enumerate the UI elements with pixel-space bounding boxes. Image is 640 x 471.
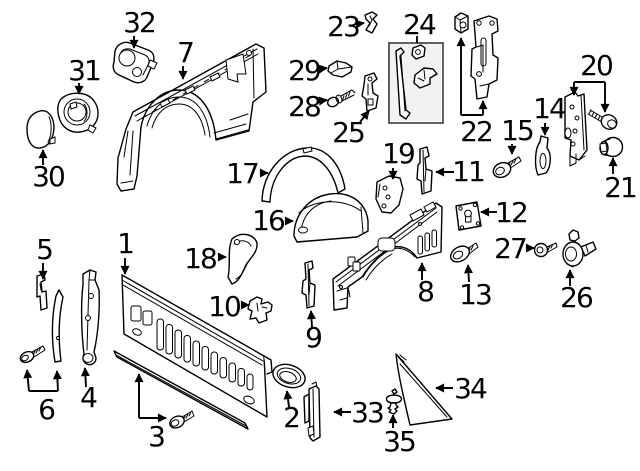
callout-14-label: 14 bbox=[533, 92, 566, 125]
callout-7-label: 7 bbox=[177, 36, 193, 69]
leader-25 bbox=[359, 110, 370, 123]
callout-labels: 1 2 3 4 5 6 7 8 9 10 11 12 13 14 15 16 1… bbox=[32, 6, 638, 458]
part-19-reinforcement-drawing bbox=[375, 175, 404, 214]
callout-34-label: 34 bbox=[454, 372, 487, 405]
callout-24-label: 24 bbox=[403, 8, 436, 41]
callout-25-label: 25 bbox=[332, 116, 364, 149]
leader-4 bbox=[80, 367, 90, 388]
part-10-bracket-drawing bbox=[247, 296, 273, 324]
callout-35-label: 35 bbox=[383, 425, 415, 458]
callout-11-label: 11 bbox=[452, 155, 484, 188]
leader-29 bbox=[318, 64, 328, 74]
part-11-bracket-drawing bbox=[416, 146, 433, 195]
callout-16-label: 16 bbox=[252, 204, 285, 237]
part-28-bolt-drawing bbox=[326, 89, 356, 108]
part-25-bracket-drawing bbox=[361, 72, 379, 112]
leader-3-corner bbox=[138, 378, 162, 419]
callout-12-label: 12 bbox=[495, 196, 527, 229]
leader-lines bbox=[23, 19, 618, 428]
part-6-screw-and-seal-drawing bbox=[19, 289, 64, 364]
part-15-screw-drawing bbox=[492, 156, 522, 179]
callout-19-label: 19 bbox=[382, 137, 414, 170]
part-29-clip-drawing bbox=[327, 60, 353, 78]
part-18-bracket-drawing bbox=[227, 233, 258, 285]
part-8-inner-side-panel-drawing bbox=[332, 201, 443, 311]
part-5-bracket-drawing bbox=[36, 273, 48, 311]
part-22-bracket-set-drawing bbox=[454, 12, 499, 100]
callout-2-label: 2 bbox=[283, 401, 299, 434]
callout-17-label: 17 bbox=[226, 157, 258, 190]
part-20-bracket-and-bolt-drawing bbox=[564, 91, 618, 167]
callout-1-label: 1 bbox=[117, 227, 133, 260]
callout-9-label: 9 bbox=[305, 321, 321, 354]
part-34-corner-seal-drawing bbox=[395, 353, 453, 426]
callout-15-label: 15 bbox=[501, 114, 533, 147]
leader-28 bbox=[318, 96, 328, 106]
part-35-push-pin-drawing bbox=[385, 388, 403, 415]
part-3-sill-molding-and-screw-drawing bbox=[113, 350, 249, 430]
callout-5-label: 5 bbox=[36, 233, 52, 266]
callout-23-label: 23 bbox=[327, 10, 359, 43]
callout-4-label: 4 bbox=[80, 381, 97, 414]
callout-20-label: 20 bbox=[580, 49, 612, 82]
leader-2 bbox=[283, 390, 293, 408]
part-14-strap-drawing bbox=[534, 135, 551, 176]
part-1-front-panel-drawing bbox=[121, 274, 273, 418]
part-30-fuel-filler-door-drawing bbox=[26, 110, 56, 149]
callout-18-label: 18 bbox=[184, 242, 216, 275]
callout-27-label: 27 bbox=[494, 232, 526, 265]
callout-29-label: 29 bbox=[288, 54, 320, 87]
leader-6-arrow-seal bbox=[52, 370, 62, 392]
callout-30-label: 30 bbox=[32, 160, 64, 193]
callout-31-label: 31 bbox=[68, 54, 100, 87]
part-33-sill-bracket-drawing bbox=[303, 381, 321, 442]
callout-8-label: 8 bbox=[417, 275, 433, 308]
part-2-bezel-drawing bbox=[272, 363, 306, 389]
part-9-bracket-drawing bbox=[301, 260, 316, 309]
callout-10-label: 10 bbox=[208, 290, 240, 323]
callout-3-label: 3 bbox=[148, 420, 164, 453]
part-21-nut-drawing bbox=[599, 136, 624, 158]
leader-13 bbox=[463, 264, 473, 283]
part-26-filler-pipe-bracket-drawing bbox=[562, 229, 597, 268]
callout-6-label: 6 bbox=[38, 393, 55, 426]
callout-13-label: 13 bbox=[459, 278, 491, 311]
callout-21-label: 21 bbox=[604, 171, 636, 204]
part-16-wheelhouse-drawing bbox=[293, 192, 369, 243]
part-23-clip-drawing bbox=[364, 11, 378, 34]
callout-26-label: 26 bbox=[560, 281, 593, 314]
part-13-screw-drawing bbox=[449, 242, 479, 263]
part-12-access-cover-drawing bbox=[455, 201, 482, 231]
part-4-support-drawing bbox=[80, 269, 100, 366]
callout-28-label: 28 bbox=[288, 90, 320, 123]
part-17-wheel-arch-molding-drawing bbox=[261, 146, 346, 203]
part-27-screw-drawing bbox=[533, 242, 558, 258]
part-7-side-panel-drawing bbox=[116, 43, 267, 192]
leader-6-arrow-screw bbox=[23, 369, 33, 392]
callout-22-label: 22 bbox=[460, 115, 492, 148]
leader-9 bbox=[307, 310, 316, 328]
part-32-fuel-filler-housing-drawing bbox=[112, 41, 158, 84]
callout-32-label: 32 bbox=[123, 6, 155, 39]
part-31-fuel-filler-pocket-drawing bbox=[57, 92, 99, 134]
part-24-retainer-kit-drawing bbox=[388, 42, 444, 124]
callout-33-label: 33 bbox=[351, 396, 383, 429]
leader-23 bbox=[355, 19, 365, 29]
